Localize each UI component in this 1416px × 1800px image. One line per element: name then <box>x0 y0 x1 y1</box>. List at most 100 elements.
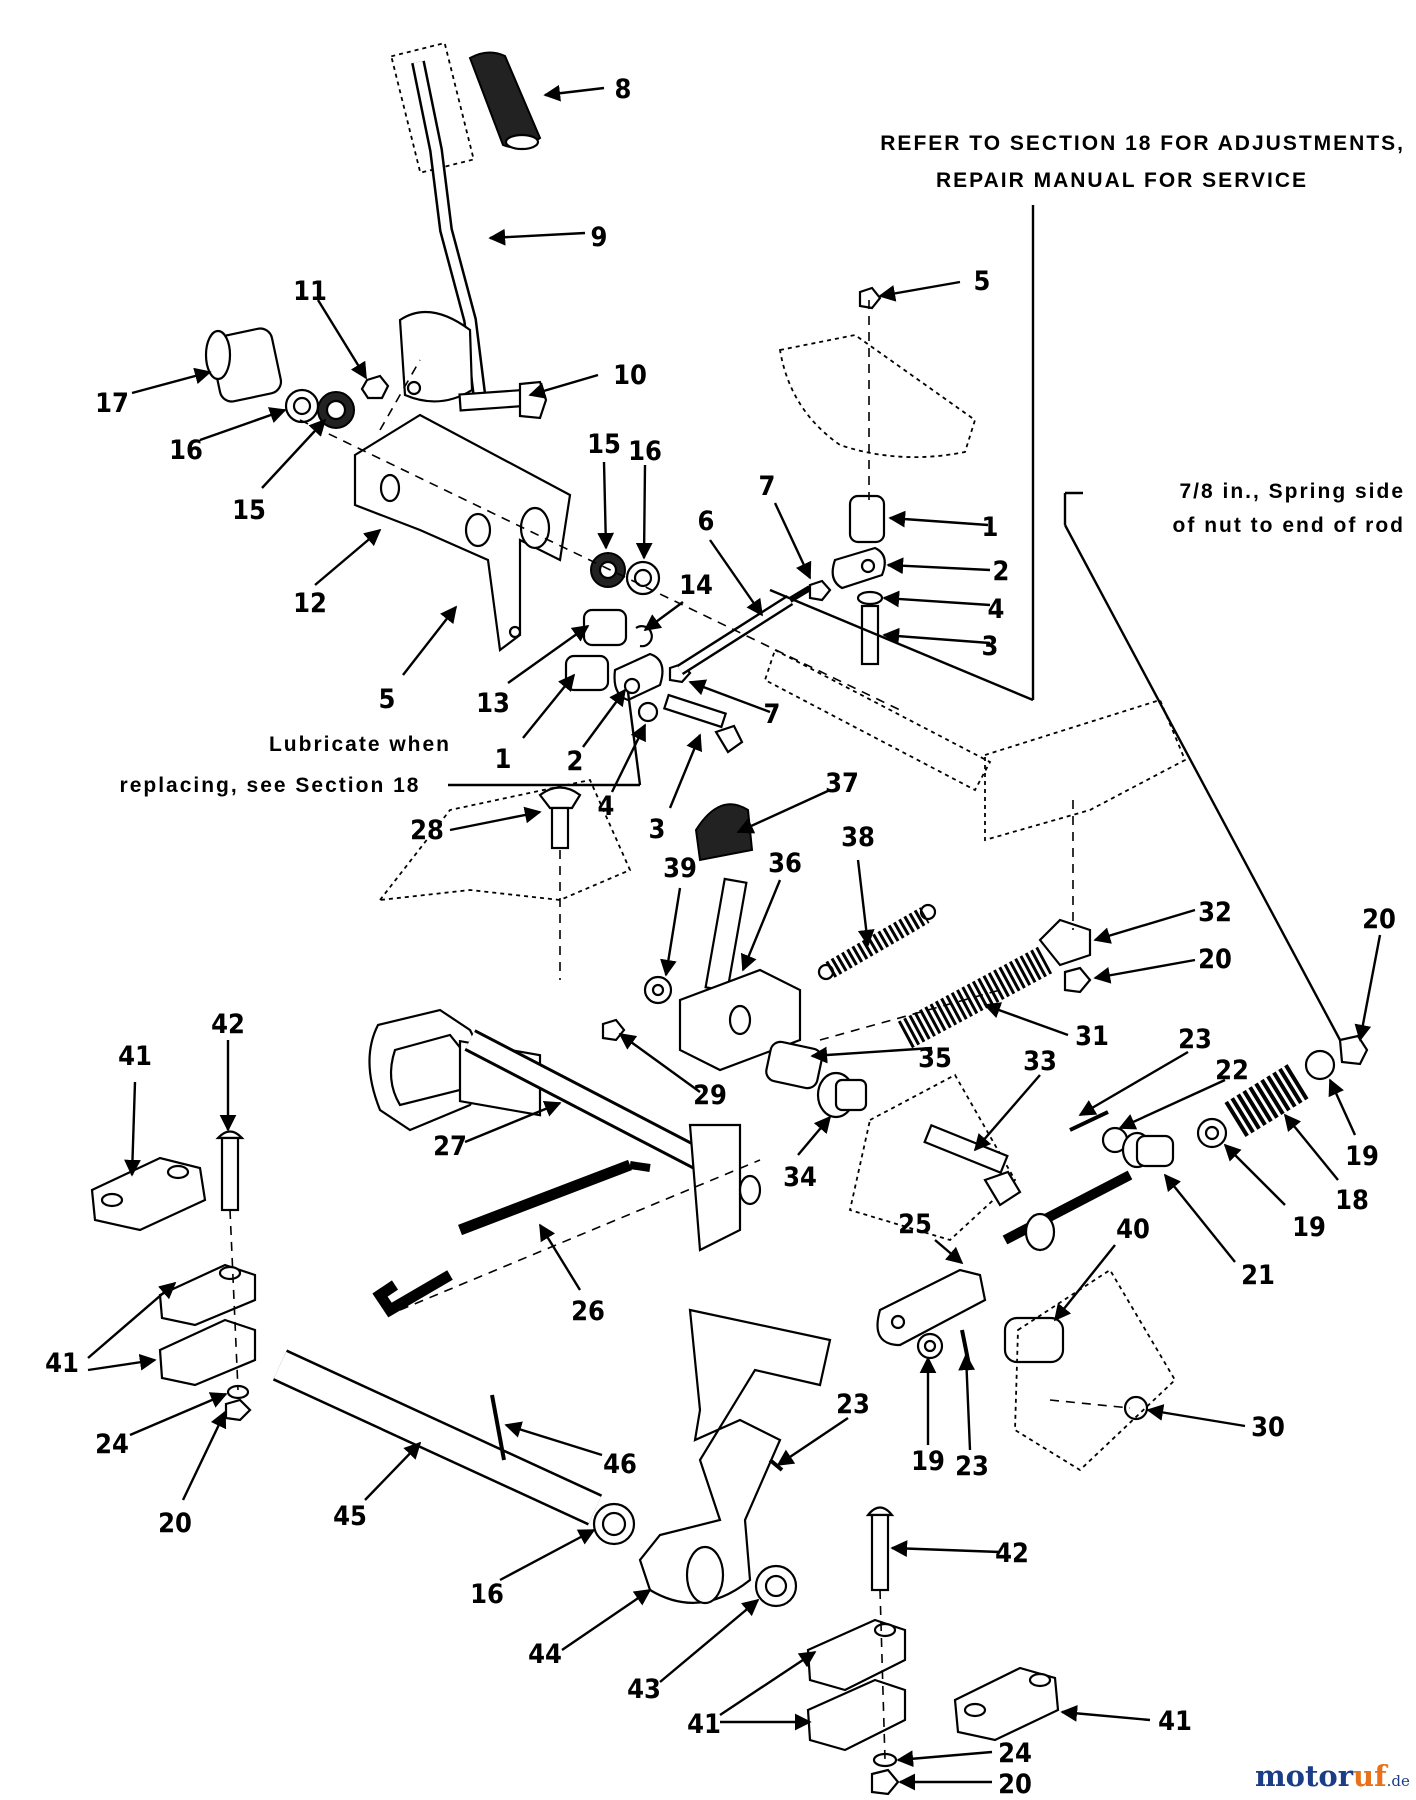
callout-21: 21 <box>1241 1260 1275 1291</box>
watermark: motoruf.de <box>1255 1759 1410 1793</box>
callout-19-right: 19 <box>1345 1141 1379 1172</box>
callout-10: 10 <box>613 360 647 391</box>
pedal-pad-37 <box>694 803 754 862</box>
callout-19-mid: 19 <box>1292 1212 1326 1243</box>
cotter-23-pedal <box>768 1458 784 1472</box>
clip-30 <box>1123 1395 1149 1421</box>
callout-14: 14 <box>679 570 713 601</box>
spacer-17 <box>204 327 283 403</box>
spacer-13 <box>582 608 628 647</box>
lube-note-line1: Lubricate when <box>269 733 451 756</box>
spring-38 <box>817 903 937 981</box>
callout-42-left: 42 <box>211 1009 245 1040</box>
callout-20-left: 20 <box>158 1508 192 1539</box>
callout-41-left: 41 <box>45 1348 79 1379</box>
spring-18 <box>1224 1062 1311 1138</box>
nut-20-upper <box>1063 966 1092 994</box>
clamp-41-left-mid <box>158 1263 257 1327</box>
lube-note-line2: replacing, see Section 18 <box>120 774 421 797</box>
callout-42-right: 42 <box>995 1538 1029 1569</box>
callout-5-left: 5 <box>379 684 396 715</box>
shift-lever <box>390 41 487 403</box>
watermark-text: motoruf.de <box>1255 1759 1410 1793</box>
ghost-plate-left <box>377 778 632 902</box>
clamp-41-right-bottom <box>806 1678 907 1752</box>
rod-40 <box>1002 1170 1133 1252</box>
spring-note-line2: of nut to end of rod <box>1173 514 1405 537</box>
callout-41-bottom: 41 <box>687 1709 721 1740</box>
bolt-3-left <box>662 693 744 754</box>
callout-46: 46 <box>603 1449 637 1480</box>
callout-11: 11 <box>293 276 327 307</box>
callout-19-lower: 19 <box>911 1446 945 1477</box>
clamp-41-far-right <box>953 1666 1060 1742</box>
diagram-notes: REFER TO SECTION 18 FOR ADJUSTMENTS, REP… <box>120 132 1405 797</box>
nut-5-top <box>858 286 882 310</box>
nut-21 <box>1121 1131 1175 1169</box>
callout-23-pedal: 23 <box>836 1389 870 1420</box>
callout-33: 33 <box>1023 1046 1057 1077</box>
callout-4-left: 4 <box>598 791 615 822</box>
callout-25: 25 <box>898 1209 932 1240</box>
callout-20-bottom: 20 <box>998 1769 1032 1800</box>
callout-22: 22 <box>1215 1055 1249 1086</box>
callout-40: 40 <box>1116 1214 1150 1245</box>
callout-26: 26 <box>571 1296 605 1327</box>
bolt-42-right <box>865 1506 895 1592</box>
nut-20-spring <box>1338 1034 1369 1066</box>
ghost-plate-middle <box>848 1073 1017 1242</box>
callout-41-right: 41 <box>1158 1706 1192 1737</box>
arm-25 <box>876 1268 987 1347</box>
clip-14 <box>635 625 653 648</box>
callout-20-mid: 20 <box>1198 944 1232 975</box>
callout-36: 36 <box>768 848 802 879</box>
cross-shaft-45 <box>272 1349 603 1526</box>
callout-1-left: 1 <box>495 744 512 775</box>
callout-29: 29 <box>693 1080 727 1111</box>
callout-1-right: 1 <box>982 512 999 543</box>
clamp-41-right-top <box>806 1618 907 1692</box>
callout-8: 8 <box>615 74 632 105</box>
carriage-bolt-28 <box>538 786 582 850</box>
callout-13: 13 <box>476 688 510 719</box>
washer-4-left <box>637 701 659 723</box>
bushing-40 <box>1003 1316 1065 1364</box>
callout-17: 17 <box>95 388 129 419</box>
bracket-32 <box>1038 918 1092 967</box>
callout-15-right: 15 <box>587 429 621 460</box>
callout-41-top: 41 <box>118 1041 152 1072</box>
clamp-41-left-bottom <box>158 1318 257 1387</box>
ghost-plate-lower <box>1014 1268 1177 1472</box>
callout-20-right: 20 <box>1362 904 1396 935</box>
callout-3-right: 3 <box>982 631 999 662</box>
bushing-35 <box>765 1040 823 1090</box>
callout-24-left: 24 <box>95 1429 129 1460</box>
callout-9: 9 <box>591 222 608 253</box>
callout-16-right: 16 <box>628 436 662 467</box>
spring-note-line1: 7/8 in., Spring side <box>1179 480 1405 503</box>
pin-46 <box>490 1394 506 1461</box>
clamp-41-left-top <box>90 1156 207 1232</box>
callout-23-top: 23 <box>1178 1024 1212 1055</box>
callout-24-right: 24 <box>998 1738 1032 1769</box>
callout-38: 38 <box>841 822 875 853</box>
callout-2-left: 2 <box>567 746 584 777</box>
callout-35: 35 <box>918 1043 952 1074</box>
callout-18: 18 <box>1335 1185 1369 1216</box>
rod-end-2-right <box>831 546 886 590</box>
parts-artwork <box>90 41 1369 1796</box>
callout-27: 27 <box>433 1131 467 1162</box>
nut-7-right <box>808 579 832 602</box>
callout-2-right: 2 <box>993 556 1010 587</box>
bolt-10 <box>458 380 548 420</box>
callout-32: 32 <box>1198 897 1232 928</box>
callout-7-upper: 7 <box>759 471 776 502</box>
lever-knob <box>468 51 542 151</box>
callout-23-lower: 23 <box>955 1451 989 1482</box>
flange-bushing-34 <box>816 1071 868 1119</box>
callout-45: 45 <box>333 1501 367 1532</box>
callout-31: 31 <box>1075 1021 1109 1052</box>
callout-30: 30 <box>1251 1412 1285 1443</box>
callout-37: 37 <box>825 768 859 799</box>
